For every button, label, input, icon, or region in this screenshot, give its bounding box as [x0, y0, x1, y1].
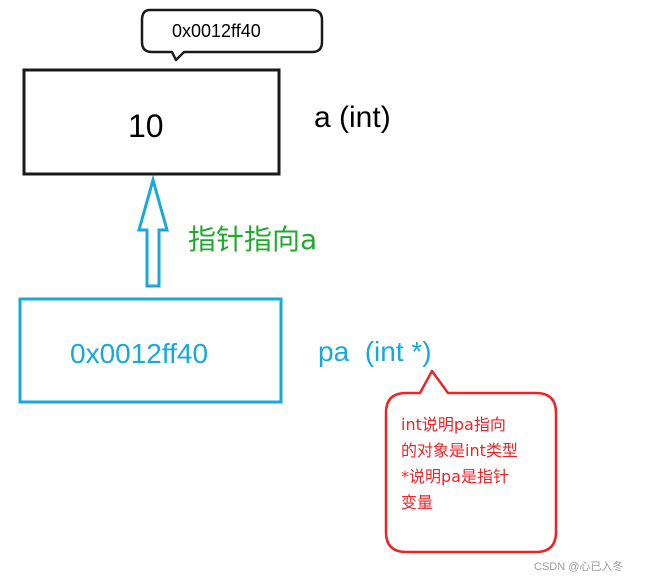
variable-a-label: a (int) [314, 101, 391, 134]
note-line: *说明pa是指针 [401, 467, 509, 486]
variable-pa-value: 0x0012ff40 [70, 338, 209, 369]
note-line: int说明pa指向 [401, 415, 506, 434]
note-bubble [384, 369, 558, 554]
address-callout-bubble [140, 8, 324, 62]
note-line: 的对象是int类型 [401, 441, 518, 460]
variable-pa-box [18, 297, 283, 404]
note-line: 变量 [401, 493, 434, 512]
variable-pa-label: pa (int *) [318, 336, 432, 367]
variable-a-value: 10 [128, 108, 164, 144]
variable-a-box [22, 68, 281, 176]
address-label: 0x0012ff40 [172, 21, 261, 41]
arrow-caption: 指针指向a [188, 223, 318, 256]
watermark: CSDN @心已入冬 [534, 561, 624, 573]
note-text: int说明pa指向 的对象是int类型 *说明pa是指针 变量 [401, 412, 551, 516]
up-arrow [137, 174, 169, 288]
